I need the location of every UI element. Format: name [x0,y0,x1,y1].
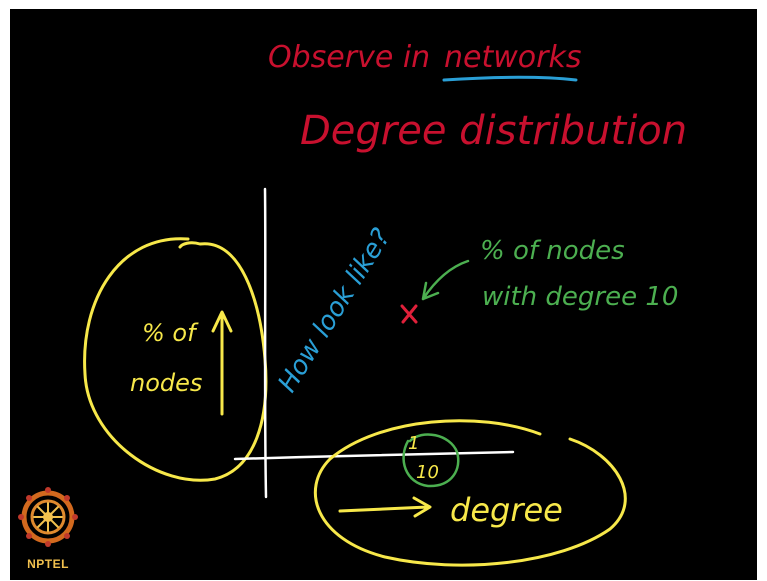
title-line2: Degree distribution [300,108,687,154]
bottom-label: degree [450,491,563,529]
title-underline [442,75,578,82]
blackboard: Observe in networks Degree distribution … [10,9,757,580]
tick-label-top: 1 [408,433,419,454]
x-axis [233,450,515,461]
tick-circle [402,433,460,488]
left-circle [83,237,268,482]
board-drawing: Observe in networks Degree distribution … [83,40,687,567]
diagonal-question: How look like? [272,223,396,397]
title-line1-emph: networks [444,40,581,75]
y-axis [263,187,268,499]
up-arrow-icon [211,310,233,416]
annotation-arrow-icon [421,259,470,301]
bottom-circle [313,419,627,567]
left-label-line1: % of [142,319,199,347]
title-line1-prefix: Observe in [268,40,430,75]
annotation-line2: with degree 10 [482,282,678,312]
nptel-emblem-icon [18,487,78,547]
right-arrow-icon [338,496,432,518]
nptel-logo: NPTEL [18,479,78,579]
annotation-line1: % of nodes [480,236,625,266]
nptel-logo-text: NPTEL [27,557,69,571]
left-label-line2: nodes [130,369,202,397]
data-point-marker [400,304,418,324]
tick-label-bottom: 10 [416,462,439,483]
